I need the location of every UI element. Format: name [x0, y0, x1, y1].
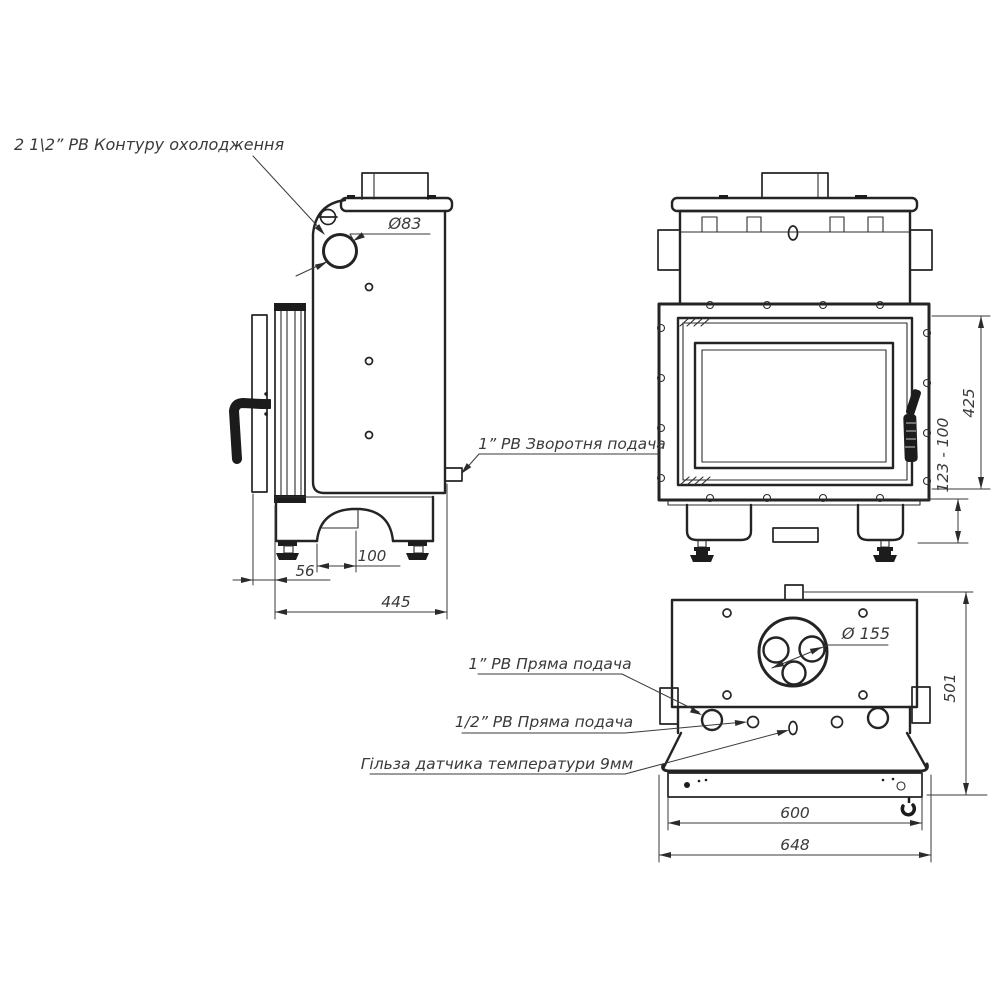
- side-door: [229, 303, 306, 503]
- label-return-supply: 1” РВ Зворотня подача: [478, 435, 666, 453]
- drain-hook-icon: [900, 797, 917, 817]
- front-foot-right: [873, 539, 897, 562]
- front-top-plate: [670, 195, 919, 213]
- side-view: [229, 172, 463, 560]
- top-view: [659, 584, 931, 817]
- side-leg-right: [406, 541, 429, 560]
- dim-425: 425: [960, 388, 978, 418]
- dim-445: 445: [381, 593, 411, 611]
- front-foot-left: [690, 539, 714, 562]
- dim-648: 648: [780, 836, 810, 854]
- front-frame: [656, 300, 932, 503]
- water-jacket: [657, 209, 933, 306]
- jacket-keyhole: [787, 225, 799, 241]
- callouts: 2 1\2” РВ Контуру охолодження 1” РВ Звор…: [14, 135, 789, 775]
- dim-501: 501: [941, 673, 959, 703]
- label-direct-supply-1in: 1” РВ Пряма подача: [468, 655, 631, 673]
- door-glass: [693, 341, 895, 470]
- hinge-hatch: [679, 317, 711, 486]
- side-leg-left: [276, 541, 299, 560]
- front-bar: [667, 772, 923, 798]
- dim-83: Ø83: [388, 214, 422, 233]
- side-top-plate: [339, 195, 454, 213]
- front-dimensions: 425 123 - 100: [899, 315, 991, 544]
- flue-opening-155: [757, 616, 829, 688]
- dim-56: 56: [295, 562, 314, 580]
- side-hole: [364, 356, 374, 366]
- label-direct-supply-half: 1/2” РВ Пряма подача: [455, 713, 633, 731]
- label-temp-sensor: Гільза датчика температури 9мм: [361, 755, 634, 773]
- front-view: [656, 172, 933, 562]
- top-body: [670, 598, 919, 709]
- front-leg-right: [856, 503, 905, 542]
- door-handle-icon: [229, 392, 271, 464]
- front-leg-left: [685, 503, 753, 542]
- front-handle-icon: [903, 389, 921, 463]
- front-center-tab: [772, 527, 819, 543]
- dim-123-100: 123 - 100: [934, 418, 952, 493]
- dim-83-leader: [295, 233, 431, 277]
- port-direct-half: [746, 715, 760, 729]
- top-flue-stub: [784, 584, 804, 601]
- top-screw-holes: [722, 608, 868, 700]
- port-small-right: [830, 715, 844, 729]
- frame-clips: [656, 300, 932, 503]
- side-body: [311, 198, 463, 495]
- port-large-right: [866, 706, 890, 730]
- top-dimensions: 501 600 648 Ø 155: [658, 591, 988, 863]
- return-nozzle: [444, 467, 463, 482]
- port-direct-1in: [700, 708, 724, 732]
- dim-155: Ø 155: [841, 624, 890, 643]
- base-arch: [315, 507, 395, 543]
- side-hole: [364, 430, 374, 440]
- top-front-section: [661, 731, 929, 817]
- side-base: [274, 495, 435, 560]
- vent-screw-icon: [318, 208, 338, 226]
- dim-600: 600: [780, 804, 810, 822]
- connection-band: [659, 686, 931, 736]
- sensor-sleeve-port: [788, 720, 798, 736]
- side-dimensions: 56 100 445 Ø83: [232, 214, 448, 620]
- band-ear-left: [659, 687, 679, 725]
- band-ear-right: [911, 686, 931, 724]
- side-hole: [364, 282, 374, 292]
- side-flue-stub: [361, 172, 429, 200]
- cooling-port-83: [322, 233, 358, 269]
- jacket-ear-left: [657, 229, 681, 271]
- dim-100: 100: [358, 547, 387, 565]
- front-flue-stub: [761, 172, 829, 199]
- label-cooling-circuit: 2 1\2” РВ Контуру охолодження: [14, 135, 285, 154]
- front-base: [667, 499, 921, 562]
- jacket-ear-right: [909, 229, 933, 271]
